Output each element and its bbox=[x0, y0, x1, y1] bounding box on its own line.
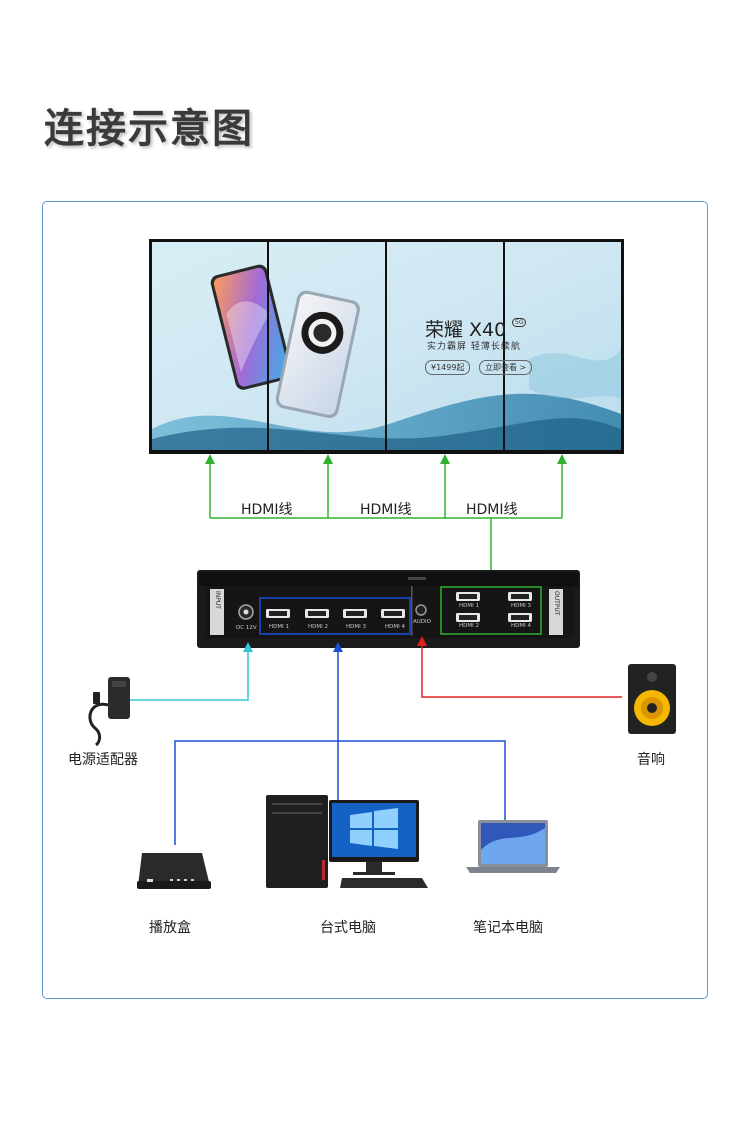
power-adapter-icon bbox=[88, 677, 130, 747]
output-port-label-4: HDMI 4 bbox=[511, 623, 531, 629]
audio-port-label: AUDIO bbox=[413, 619, 431, 625]
hdmi-cable-label-2: HDMI线 bbox=[360, 502, 412, 518]
desktop-label: 台式电脑 bbox=[320, 920, 376, 936]
video-wall: 荣耀 X40 5G 实力霸屏 轻薄长续航 ¥1499起 立即查看 > bbox=[149, 239, 624, 454]
wall-brand: 荣耀 X40 bbox=[425, 319, 507, 341]
set-top-box-icon bbox=[137, 853, 211, 889]
hdmi-input-cables bbox=[174, 642, 506, 845]
video-switcher bbox=[197, 570, 580, 648]
speaker-icon bbox=[628, 664, 676, 734]
laptop-icon bbox=[466, 820, 560, 873]
wall-5g-badge: 5G bbox=[512, 318, 527, 327]
input-port-label-1: HDMI 1 bbox=[269, 624, 289, 630]
page-title: 连接示意图 bbox=[44, 106, 254, 152]
diagram-frame bbox=[42, 201, 708, 999]
power-cable bbox=[128, 642, 253, 701]
video-wall-screen bbox=[149, 239, 624, 454]
audio-cable bbox=[417, 636, 622, 698]
output-port-label-3: HDMI 3 bbox=[511, 603, 531, 609]
hdmi-output-arrows bbox=[205, 454, 567, 464]
power-adapter-label: 电源适配器 bbox=[68, 752, 138, 768]
desktop-computer-icon bbox=[266, 795, 428, 888]
input-port-group bbox=[259, 597, 411, 635]
hdmi-cable-label-3: HDMI线 bbox=[466, 502, 518, 518]
phone-back-image bbox=[275, 290, 360, 419]
phone-front-image bbox=[210, 264, 293, 390]
hdmi-cable-label-1: HDMI线 bbox=[241, 502, 293, 518]
output-port-group bbox=[440, 586, 542, 635]
hdmi-output-cables bbox=[209, 462, 563, 586]
wall-price: ¥1499起 bbox=[425, 360, 471, 375]
speaker-label: 音响 bbox=[637, 752, 665, 768]
output-port-label-1: HDMI 1 bbox=[459, 603, 479, 609]
wall-cta: 立即查看 > bbox=[479, 360, 533, 375]
input-port-label-2: HDMI 2 bbox=[308, 624, 328, 630]
output-side-label: OUTPUT bbox=[553, 591, 560, 616]
laptop-label: 笔记本电脑 bbox=[473, 920, 543, 936]
audio-jack bbox=[415, 604, 427, 616]
dc-power-label: DC 12V bbox=[236, 625, 257, 631]
wall-slogan: 实力霸屏 轻薄长续航 bbox=[427, 342, 521, 352]
input-port-label-3: HDMI 3 bbox=[346, 624, 366, 630]
input-port-label-4: HDMI 4 bbox=[385, 624, 405, 630]
set-top-box-label: 播放盒 bbox=[149, 920, 191, 936]
input-side-label: INPUT bbox=[214, 591, 221, 609]
output-port-label-2: HDMI 2 bbox=[459, 623, 479, 629]
